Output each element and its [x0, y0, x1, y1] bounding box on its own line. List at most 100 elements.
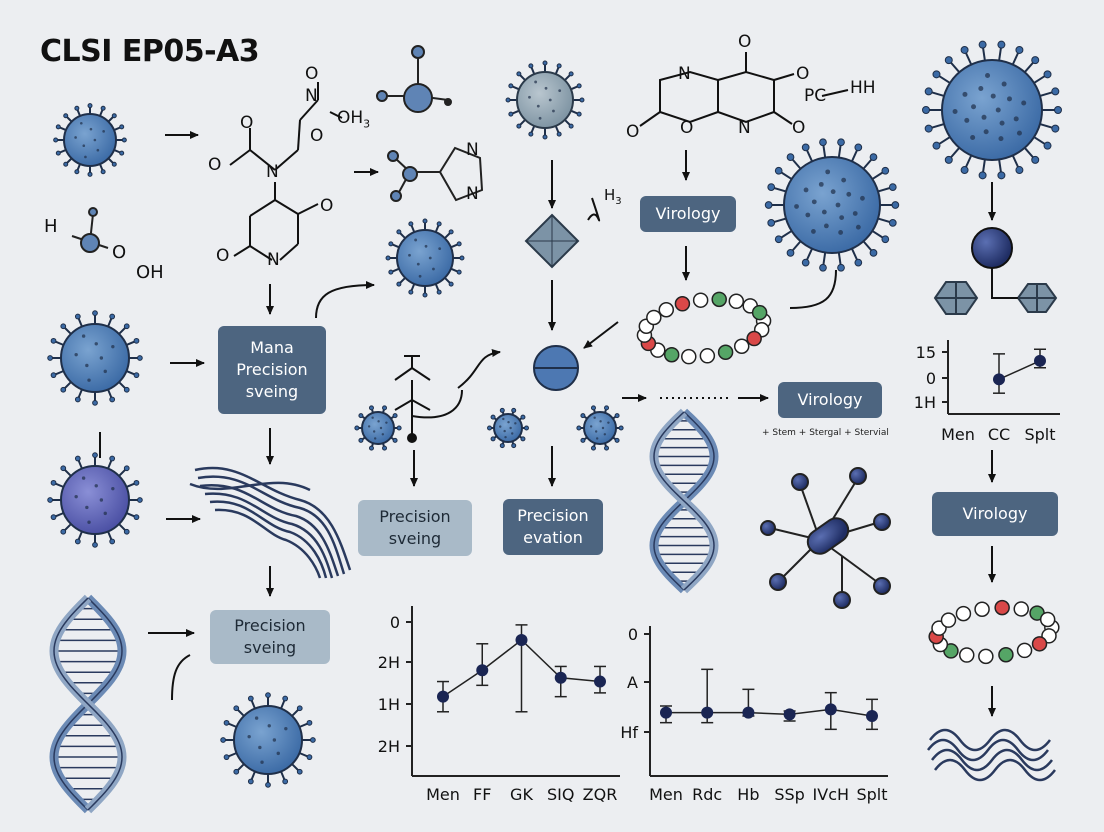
chem-atom-label: N [738, 118, 751, 138]
data-point [824, 703, 837, 716]
connector-line [991, 268, 1018, 299]
chem-atom-label: N [678, 64, 691, 84]
y-tick-label: 1H [378, 695, 400, 714]
data-point [437, 690, 449, 703]
virus-icon [576, 405, 624, 451]
data-point [742, 706, 755, 719]
chem-atom-label: N [267, 250, 280, 270]
virology-box-right: Virology [932, 492, 1058, 536]
data-point [594, 675, 606, 688]
data-point [554, 671, 567, 684]
x-tick-label: Men [941, 425, 975, 444]
virus-icon [53, 103, 127, 177]
data-point [783, 708, 796, 721]
virus-icon [487, 407, 529, 449]
chem-atom-label: N [466, 184, 479, 204]
y-tick-label: 2H [378, 737, 400, 756]
chem-atom-label: O [208, 155, 222, 175]
chem-atom-label: N [466, 140, 479, 160]
hexagon-icon [933, 281, 1058, 315]
chem-atom-label: O [305, 64, 319, 84]
x-tick-label: Men [426, 785, 460, 804]
fiber-bundle-icon [189, 466, 352, 579]
x-tick-label: Splt [1024, 425, 1055, 444]
molecule-icon [71, 207, 109, 253]
squiggle [587, 197, 601, 222]
chem-atom-label: O [320, 196, 334, 216]
x-tick-label: SIQ [547, 785, 574, 804]
data-point [701, 706, 714, 719]
dna-helix-icon [649, 408, 719, 594]
branch-structure [394, 355, 431, 443]
bead-ring [636, 291, 772, 365]
data-point [660, 706, 672, 719]
chem-atom-label: O [626, 122, 640, 142]
page-title: CLSI EP05-A3 [40, 34, 260, 69]
data-point [993, 373, 1005, 386]
small-caption: + Stem + Stergal + Stervial [762, 428, 889, 438]
data-point [1034, 354, 1046, 367]
data-point [866, 710, 878, 722]
virus-icon [47, 310, 143, 406]
virus-icon [47, 452, 143, 548]
chem-atom-label: O [310, 126, 324, 146]
chem-atom-label: N [266, 162, 279, 182]
x-tick-label: Hb [737, 785, 759, 804]
x-tick-label: Splt [856, 785, 887, 804]
x-tick-label: CC [988, 425, 1010, 444]
chemical-structure [639, 52, 849, 127]
x-tick-label: FF [473, 785, 491, 804]
y-tick-label: 0 [390, 613, 400, 632]
chemical-structure [229, 82, 343, 261]
chem-atom-label: O [240, 113, 254, 133]
y-tick-label: Hf [620, 723, 638, 742]
chem-atom-label: O [796, 64, 810, 84]
chem-atom-label: HH [850, 78, 876, 98]
virology-box-top: Virology [640, 196, 736, 232]
diamond-icon [524, 213, 580, 269]
virus-icon [764, 138, 900, 272]
molecule-icon [387, 146, 484, 202]
chem-atom-label: O [792, 118, 806, 138]
series-line [998, 360, 1041, 380]
chem-atom-label: PC [804, 86, 827, 106]
sphere-icon [533, 345, 579, 391]
chem-atom-label: OH3 [337, 108, 371, 131]
chem-atom-label: H3 [604, 186, 622, 207]
y-tick-label: 0 [926, 369, 936, 388]
virus-icon [220, 692, 316, 788]
chem-atom-label: O [112, 242, 127, 263]
y-tick-label: 15 [916, 343, 936, 362]
dna-helix-icon [49, 594, 127, 814]
chem-atom-label: O [738, 32, 752, 52]
fiber-bundle-icon [927, 728, 1056, 782]
sphere-icon [971, 227, 1013, 269]
chart-3: 15 0 1H Men CC Splt [914, 340, 1060, 444]
x-tick-label: GK [510, 785, 533, 804]
series-line [666, 708, 873, 717]
chem-atom-label: H [44, 216, 58, 237]
data-point [515, 634, 528, 646]
virus-icon [505, 60, 585, 140]
chem-atom-label: O [216, 246, 230, 266]
x-tick-label: Rdc [692, 785, 722, 804]
x-tick-label: ZQR [583, 785, 618, 804]
molecule-icon [376, 45, 452, 113]
virus-icon [922, 40, 1062, 180]
arrows [99, 131, 996, 717]
chem-atom-label: O [680, 118, 694, 138]
chem-atom-label: OH [136, 262, 164, 283]
virus-icon [385, 218, 465, 298]
x-tick-label: SSp [774, 785, 804, 804]
y-tick-label: 1H [914, 393, 936, 412]
data-point [476, 664, 489, 677]
x-tick-label: Men [649, 785, 683, 804]
virology-box-mid: Virology [778, 382, 882, 418]
y-tick-label: 0 [628, 625, 638, 644]
